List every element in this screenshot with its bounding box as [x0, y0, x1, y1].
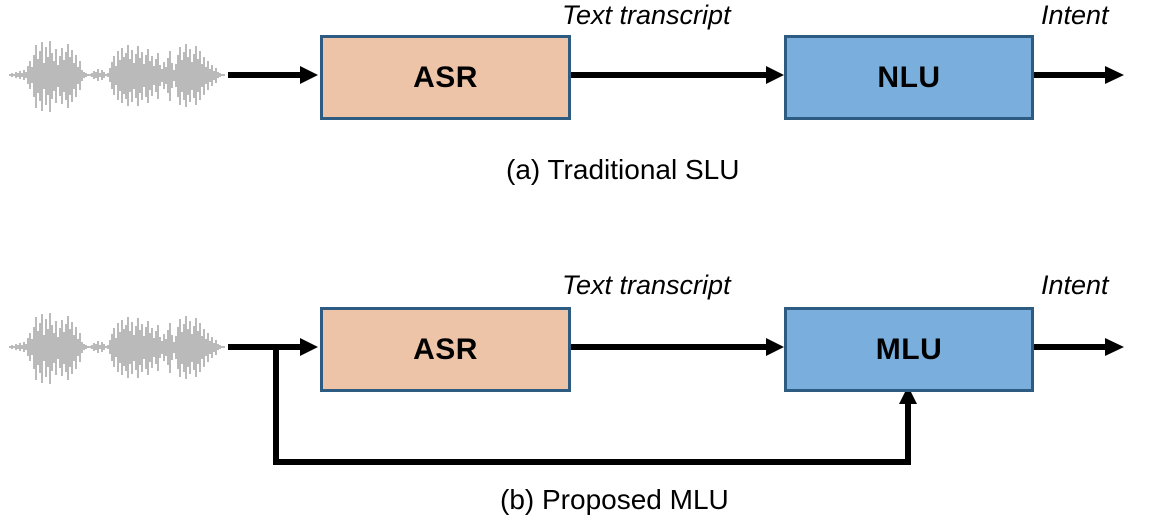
arrow-mlu-to-intent-bottom: [1034, 338, 1124, 356]
block-asr-proposed-label: ASR: [413, 332, 478, 366]
caption-panel-b: (b) Proposed MLU: [500, 484, 729, 515]
edge-label-text-transcript-bottom: Text transcript: [562, 270, 731, 300]
speech-waveform-top: [9, 41, 225, 112]
speech-waveform-bottom: [9, 313, 225, 384]
block-nlu-traditional[interactable]: NLU: [784, 35, 1034, 120]
edge-label-text-transcript-top: Text transcript: [562, 0, 731, 30]
block-asr-traditional-label: ASR: [413, 60, 478, 94]
arrow-speech-to-asr-bottom: [228, 338, 318, 356]
arrow-asr-to-nlu-top: [571, 66, 784, 84]
block-asr-proposed[interactable]: ASR: [320, 307, 571, 392]
block-mlu-proposed[interactable]: MLU: [784, 307, 1034, 392]
caption-panel-a: (a) Traditional SLU: [506, 154, 740, 185]
arrow-speech-to-asr-top: [228, 66, 318, 84]
arrow-asr-to-mlu-bottom: [571, 338, 784, 356]
block-nlu-traditional-label: NLU: [877, 60, 941, 94]
block-mlu-proposed-label: MLU: [875, 332, 943, 366]
arrow-nlu-to-intent-top: [1034, 66, 1124, 84]
edge-label-intent-top: Intent: [1041, 0, 1109, 30]
edge-label-intent-bottom: Intent: [1041, 270, 1109, 300]
block-asr-traditional[interactable]: ASR: [320, 35, 571, 120]
